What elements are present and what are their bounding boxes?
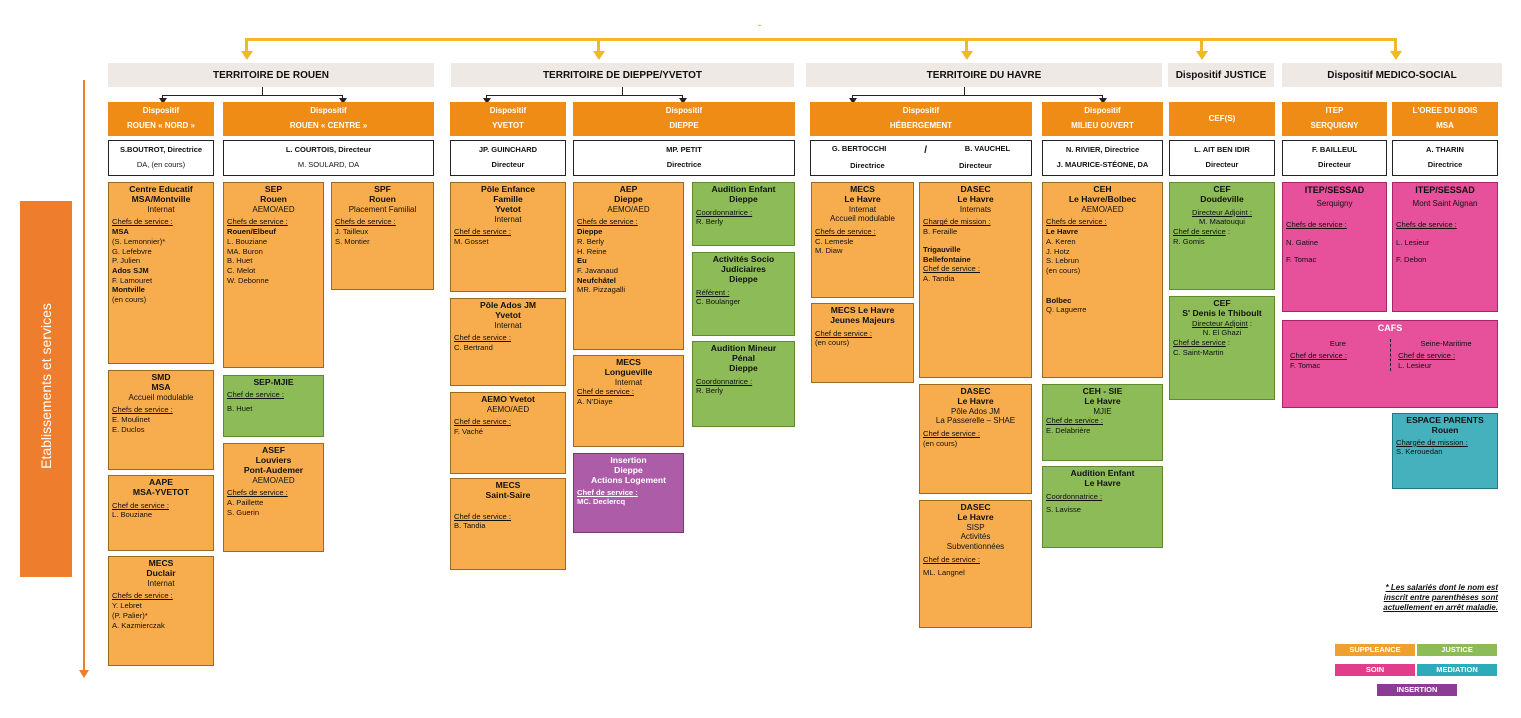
card-mecs-longueville: MECS Longueville Internat Chef de servic…	[573, 355, 684, 447]
side-label: Etablissements et services	[38, 303, 54, 469]
link-havre	[852, 95, 1102, 96]
connector-dieppe	[597, 38, 600, 52]
connector-rouen	[245, 38, 248, 52]
dispositif-cef: CEF(S)	[1169, 102, 1275, 136]
card-mecs-havre: MECS Le Havre Internat Accueil modulable…	[811, 182, 914, 298]
card-aep: AEP Dieppe AEMO/AED Chefs de service : D…	[573, 182, 684, 350]
card-aemo-yvetot: AEMO Yvetot AEMO/AED Chef de service : F…	[450, 392, 566, 474]
card-dasec-sisp: DASEC Le Havre SISP Activités Subvention…	[919, 500, 1032, 628]
side-band	[20, 201, 72, 577]
card-ceh: CEH Le Havre/Bolbec AEMO/AED Chefs de se…	[1042, 182, 1163, 378]
card-centre-educatif: Centre Educatif MSA/Montville Internat C…	[108, 182, 214, 364]
top-connector	[245, 38, 1397, 41]
card-asef: ASEF Louviers Pont-Audemer AEMO/AED Chef…	[223, 443, 324, 552]
card-cafs: CAFS Eure Chef de service : F. Tomac Sei…	[1282, 320, 1498, 408]
card-activites-socio: Activités Socio Judiciaires Dieppe Référ…	[692, 252, 795, 336]
card-audition-enfant-havre: Audition Enfant Le Havre Coordonnatrice …	[1042, 466, 1163, 548]
card-sep-rouen: SEP Rouen AEMO/AED Chefs de service : Ro…	[223, 182, 324, 368]
card-cef-doudeville: CEF Doudeville Directeur Adjoint : M. Ma…	[1169, 182, 1275, 290]
card-cef-denis: CEF S' Denis le Thiboult Directeur Adjoi…	[1169, 296, 1275, 400]
absence-note: * Les salariés dont le nom est inscrit e…	[1383, 583, 1498, 612]
card-dasec-internats: DASEC Le Havre Internats Chargé de missi…	[919, 182, 1032, 378]
card-insertion: Insertion Dieppe Actions Logement Chef d…	[573, 453, 684, 533]
card-mecs-saint-saire: MECS Saint-Saire Chef de service : B. Ta…	[450, 478, 566, 570]
territory-rouen: TERRITOIRE DE ROUEN	[108, 63, 434, 87]
card-sep-mjie: SEP-MJIE Chef de service : B. Huet	[223, 375, 324, 437]
card-mecs-duclair: MECS Duclair Internat Chefs de service :…	[108, 556, 214, 666]
arrow-justice	[1196, 51, 1208, 60]
card-pole-ados: Pôle Ados JM Yvetot Internat Chef de ser…	[450, 298, 566, 386]
arrow-medico	[1390, 51, 1402, 60]
card-itep-serquigny: ITEP/SESSAD Serquigny Chefs de service :…	[1282, 182, 1387, 312]
card-ceh-sie: CEH - SIE Le Havre MJIE Chef de service …	[1042, 384, 1163, 461]
territory-havre: TERRITOIRE DU HAVRE	[806, 63, 1162, 87]
top-mark: -	[758, 20, 762, 31]
legend-mediation: MEDIATION	[1417, 664, 1497, 676]
card-pole-enfance: Pôle Enfance Famille Yvetot Internat Che…	[450, 182, 566, 292]
legend-justice: JUSTICE	[1417, 644, 1497, 656]
legend-suppleance: SUPPLEANCE	[1335, 644, 1415, 656]
vertical-axis	[83, 80, 85, 672]
link-rouen	[162, 95, 342, 96]
legend-soin: SOIN	[1335, 664, 1415, 676]
axis-arrow	[79, 670, 89, 678]
card-mecs-jeunes-majeurs: MECS Le Havre Jeunes Majeurs Chef de ser…	[811, 303, 914, 383]
legend-insertion: INSERTION	[1377, 684, 1457, 696]
card-espace-parents: ESPACE PARENTS Rouen Chargée de mission …	[1392, 413, 1498, 489]
territory-justice: Dispositif JUSTICE	[1168, 63, 1274, 87]
connector-havre	[965, 38, 968, 52]
arrow-havre	[961, 51, 973, 60]
card-audition-mineur: Audition Mineur Pénal Dieppe Coordonnatr…	[692, 341, 795, 427]
card-spf: SPF Rouen Placement Familial Chefs de se…	[331, 182, 434, 290]
card-itep-mont-saint-aignan: ITEP/SESSAD Mont Saint Aignan Chefs de s…	[1392, 182, 1498, 312]
card-audition-enfant-dieppe: Audition Enfant Dieppe Coordonnatrice : …	[692, 182, 795, 246]
connector-justice	[1200, 38, 1203, 52]
arrow-dieppe	[593, 51, 605, 60]
territory-dieppe: TERRITOIRE DE DIEPPE/YVETOT	[451, 63, 794, 87]
connector-medico	[1394, 38, 1397, 52]
card-aape: AAPE MSA-YVETOT Chef de service : L. Bou…	[108, 475, 214, 551]
link-dieppe	[486, 95, 682, 96]
card-dasec-pole: DASEC Le Havre Pôle Ados JM La Passerell…	[919, 384, 1032, 494]
card-smd: SMD MSA Accueil modulable Chefs de servi…	[108, 370, 214, 470]
territory-medico: Dispositif MEDICO-SOCIAL	[1282, 63, 1502, 87]
arrow-rouen	[241, 51, 253, 60]
